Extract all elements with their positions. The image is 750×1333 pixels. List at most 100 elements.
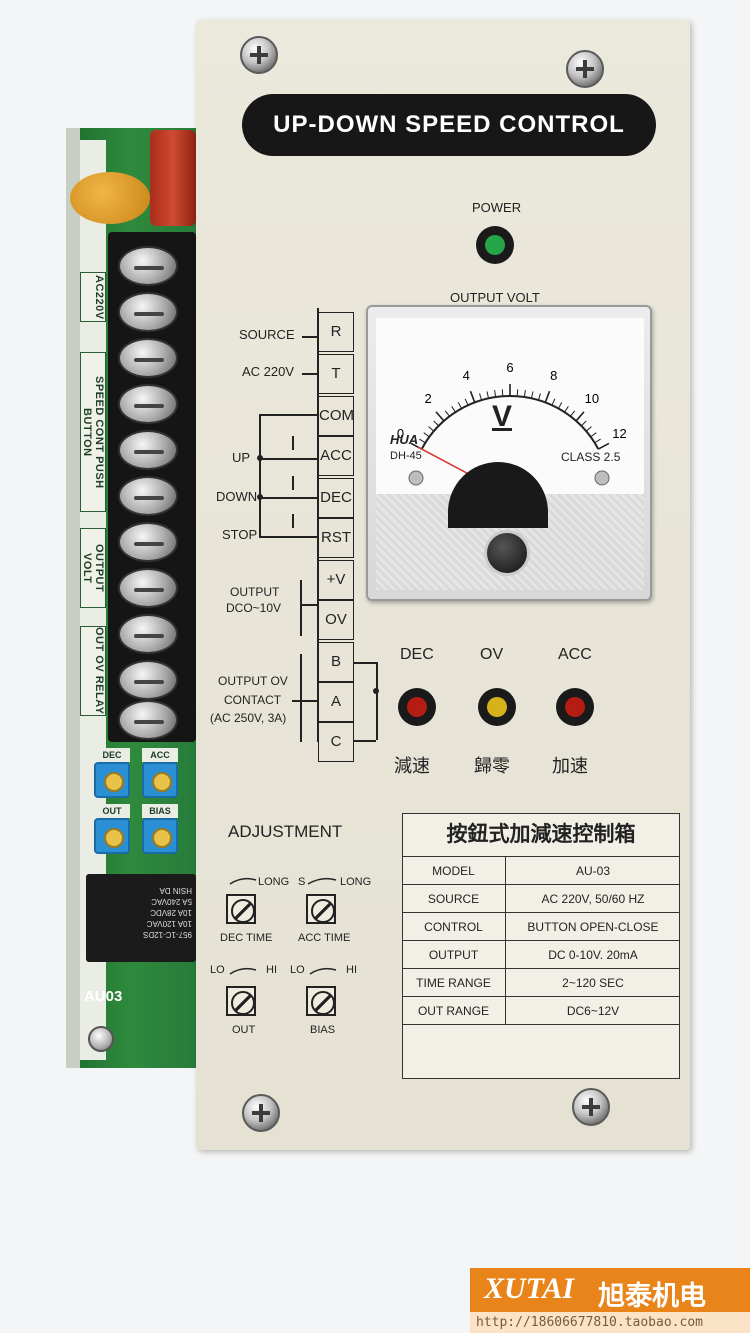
indicator-cn-label: 加速 <box>552 756 588 776</box>
spec-value: DC 0-10V. 20mA <box>548 948 638 962</box>
out-pot[interactable] <box>226 986 256 1016</box>
zero-adjust-knob[interactable] <box>484 530 530 576</box>
spec-value: AC 220V, 50/60 HZ <box>541 892 645 906</box>
spec-key: OUTPUT <box>402 941 506 969</box>
scale-tick <box>594 438 601 444</box>
indicator-led-light <box>407 697 427 717</box>
out-label: OUT <box>232 1024 256 1036</box>
terminal-screw[interactable] <box>118 430 178 470</box>
terminal-screw[interactable] <box>118 614 178 654</box>
indicator-label: DEC <box>400 646 434 663</box>
relay-markings: 957-1C-12DS 10A 120VAC 10A 28VDC 5A 240V… <box>143 886 192 939</box>
scale-tick <box>469 390 476 403</box>
spec-table-title: 按鈕式加減速控制箱 <box>402 813 680 857</box>
spec-value: BUTTON OPEN-CLOSE <box>527 920 659 934</box>
output-range-label: DCO~10V <box>226 601 282 615</box>
scale-tick <box>530 391 534 399</box>
indicator-label: ACC <box>558 646 592 663</box>
pcb-screw <box>88 1026 114 1052</box>
terminal-box: DEC <box>318 478 354 518</box>
terminal-column-line <box>317 308 319 742</box>
spec-row: OUTPUT DC 0-10V. 20mA <box>402 941 680 969</box>
scale-tick <box>516 389 519 397</box>
circuit-board-edge <box>66 128 80 1068</box>
scale-label: 8 <box>550 368 557 383</box>
scale-tick <box>523 390 526 398</box>
scale-tick <box>570 410 576 417</box>
output-lead <box>300 604 318 606</box>
scale-tick <box>457 402 463 409</box>
bias-lo-label: LO <box>290 964 305 976</box>
spec-key: TIME RANGE <box>402 969 506 997</box>
acc-trimmer[interactable] <box>142 762 178 798</box>
up-switch-line <box>262 458 318 460</box>
watermark-cn: 旭泰机电 <box>598 1281 706 1311</box>
terminal-box: OV <box>318 600 354 640</box>
source-label: SOURCE <box>239 327 295 342</box>
scale-tick <box>557 402 563 409</box>
out-hi-label: HI <box>266 964 277 976</box>
indicator-led-light <box>487 697 507 717</box>
scale-tick <box>419 438 426 444</box>
film-capacitor <box>150 130 196 226</box>
acc-s-label: S <box>298 876 306 888</box>
panel-screw-bottom-right <box>572 1088 610 1126</box>
spec-value: 2~120 SEC <box>562 976 624 990</box>
spec-key: SOURCE <box>402 885 506 913</box>
ceramic-capacitor <box>70 172 150 224</box>
scale-tick <box>451 406 456 413</box>
panel-title: UP-DOWN SPEED CONTROL <box>242 94 656 156</box>
terminal-screw[interactable] <box>118 700 178 740</box>
relay-line-b <box>354 662 376 664</box>
terminal-box: B <box>318 642 354 682</box>
trimmer-label-acc: ACC <box>142 748 178 762</box>
terminal-screw[interactable] <box>118 522 178 562</box>
dec-trimmer[interactable] <box>94 762 130 798</box>
scale-tick <box>585 426 592 432</box>
scale-tick <box>428 426 435 432</box>
terminal-screw[interactable] <box>118 246 178 286</box>
meter-unit: V <box>492 400 513 433</box>
spec-value: DC6~12V <box>566 1004 620 1018</box>
scale-tick <box>433 420 440 427</box>
indicator-led <box>398 688 436 726</box>
bias-pot[interactable] <box>306 986 336 1016</box>
scale-label: 2 <box>424 391 431 406</box>
adjustment-title: ADJUSTMENT <box>228 822 343 841</box>
terminal-screw[interactable] <box>118 568 178 608</box>
contact-label-2: CONTACT <box>224 693 282 707</box>
scale-tick <box>580 420 587 427</box>
terminal-screw[interactable] <box>118 292 178 332</box>
meter-brand: HUA <box>390 432 419 447</box>
terminal-screw[interactable] <box>118 338 178 378</box>
spec-value: AU-03 <box>575 864 610 878</box>
indicator-label: OV <box>480 646 504 663</box>
watermark-url[interactable]: http://18606677810.taobao.com <box>470 1312 750 1333</box>
scale-tick <box>423 432 430 438</box>
terminal-screw[interactable] <box>118 476 178 516</box>
panel-screw-top-right <box>566 50 604 88</box>
scale-tick <box>479 393 483 401</box>
out-trimmer[interactable] <box>94 818 130 854</box>
stop-switch-actuator <box>292 514 294 528</box>
bias-hi-label: HI <box>346 964 357 976</box>
scale-label: 4 <box>463 368 470 383</box>
bias-trimmer[interactable] <box>142 818 178 854</box>
watermark-brand: XUTAI <box>484 1272 575 1305</box>
ac220-lead <box>302 373 318 375</box>
terminal-screw[interactable] <box>118 384 178 424</box>
dec-time-pot[interactable] <box>226 894 256 924</box>
acc-time-pot[interactable] <box>306 894 336 924</box>
terminal-screw[interactable] <box>118 660 178 700</box>
relay-line-c <box>354 740 376 742</box>
out-lo-label: LO <box>210 964 225 976</box>
scale-tick <box>597 442 610 450</box>
scale-tick <box>435 411 445 422</box>
down-switch-actuator <box>292 476 294 490</box>
terminal-box: ACC <box>318 436 354 476</box>
down-label: DOWN <box>216 489 258 504</box>
scale-tick <box>494 390 497 398</box>
output-label: OUTPUT <box>230 585 280 599</box>
